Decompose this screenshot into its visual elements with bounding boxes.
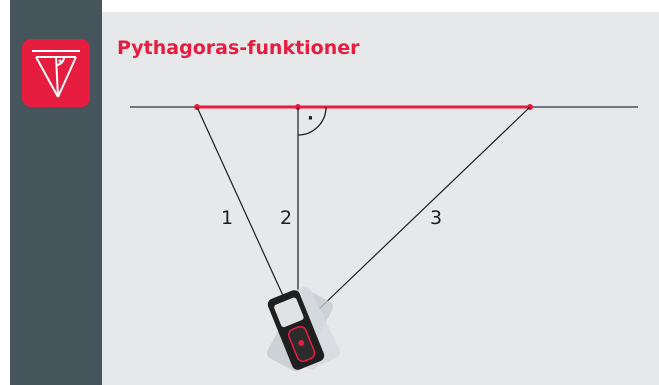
measurement-label-1: 1 [221, 207, 233, 229]
content-panel [102, 12, 659, 385]
page-title: Pythagoras-funktioner [117, 37, 360, 59]
laser-distance-meter-device [267, 286, 341, 372]
measurement-label-3: 3 [430, 207, 442, 229]
pythagoras-function-icon [22, 39, 90, 107]
measurement-label-2: 2 [280, 207, 292, 229]
right-angle-arc [297, 106, 327, 136]
right-angle-dot: · [307, 108, 314, 129]
measurement-line-3 [317, 106, 531, 311]
top-strip [102, 0, 659, 12]
measurement-line-1 [196, 106, 286, 301]
